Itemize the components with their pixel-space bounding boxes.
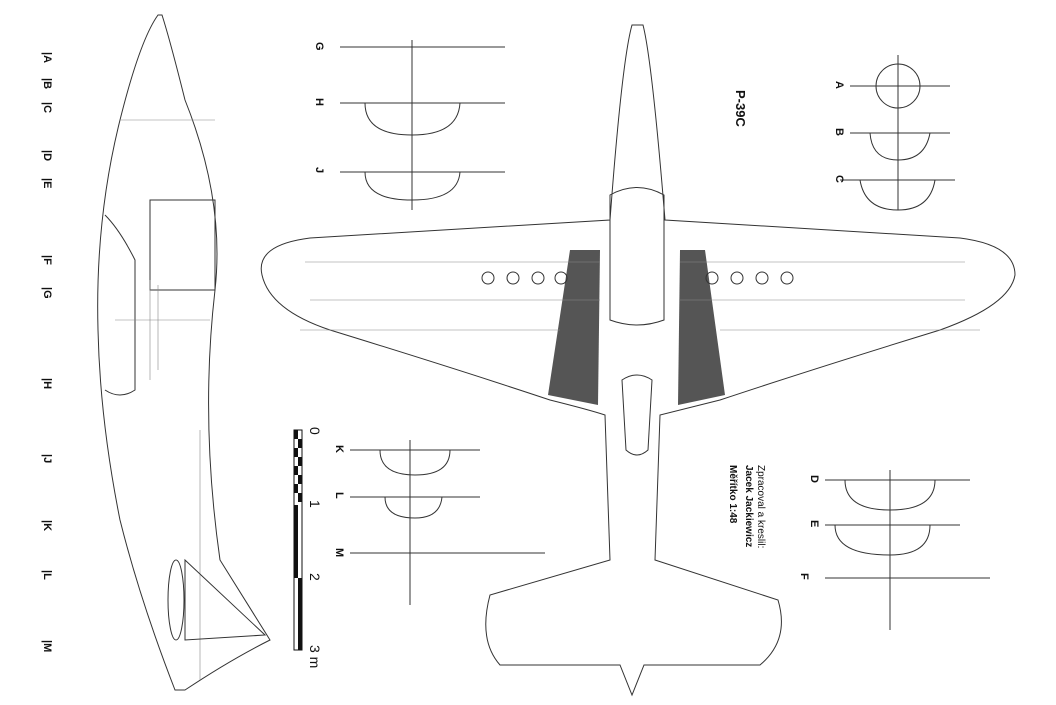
scale-tick-0: 0 — [307, 427, 323, 435]
station-j: |J — [41, 454, 53, 463]
section-f: F — [798, 573, 810, 580]
section-labels: G H J A B C D E F K L M — [313, 42, 845, 580]
scale-tick-1: 1 — [307, 500, 323, 508]
section-a: A — [833, 81, 845, 89]
station-a: |A — [41, 52, 53, 63]
station-c: |C — [41, 102, 53, 113]
scale-bar: 0 1 2 3 m — [293, 427, 323, 668]
station-k: |K — [41, 520, 53, 531]
drawing-title: P-39C — [733, 90, 748, 127]
section-e: E — [808, 520, 820, 527]
station-m: |M — [41, 640, 53, 652]
section-m: M — [333, 548, 345, 557]
station-f: |F — [41, 255, 53, 265]
station-g: |G — [41, 287, 53, 299]
section-j: J — [313, 167, 325, 173]
section-h: H — [313, 98, 325, 106]
credits-line2: Jacek Jackiewicz — [743, 465, 754, 547]
station-d: |D — [41, 150, 53, 161]
credits-scale: Měřítko 1:48 — [727, 465, 738, 524]
station-h: |H — [41, 378, 53, 389]
cross-sections — [340, 40, 990, 630]
section-c: C — [833, 175, 845, 183]
station-b: |B — [41, 78, 53, 89]
section-l: L — [333, 492, 345, 499]
section-d: D — [808, 475, 820, 483]
section-g: G — [313, 42, 325, 51]
station-l: |L — [41, 570, 53, 580]
section-k: K — [333, 445, 345, 453]
scale-tick-2: 2 — [307, 573, 323, 581]
top-view — [260, 24, 1016, 697]
scale-tick-3: 3 m — [307, 645, 323, 668]
credits-line1: Zpracoval a kreslil: — [755, 465, 766, 548]
station-e: |E — [41, 178, 53, 188]
side-station-labels: |A |B |C |D |E |F |G |H |J |K |L |M — [41, 52, 53, 652]
section-b: B — [833, 128, 845, 136]
side-view — [97, 14, 271, 691]
